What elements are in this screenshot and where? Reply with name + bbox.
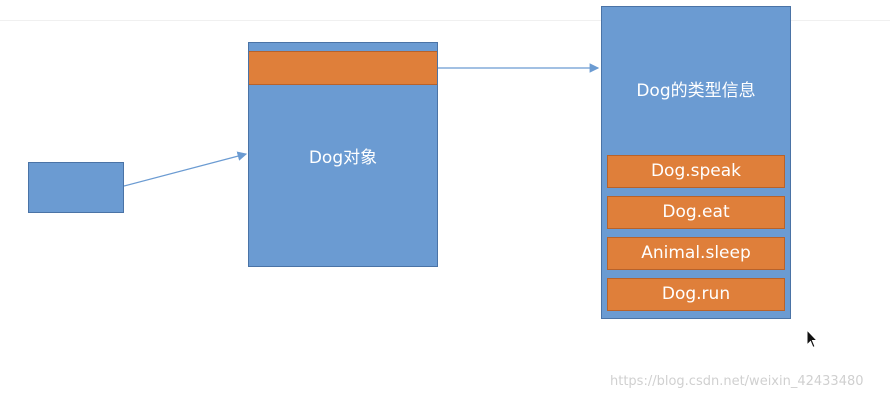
type-info-label: Dog的类型信息 (636, 81, 756, 101)
object-label: Dog对象 (308, 148, 378, 168)
top-divider (0, 20, 890, 21)
method-slot: Dog.speak (607, 155, 785, 188)
dog-object-box: Dog对象 (248, 42, 438, 267)
method-slot: Dog.eat (607, 196, 785, 229)
method-slot: Animal.sleep (607, 237, 785, 270)
dog-type-info-box: Dog的类型信息 Dog.speak Dog.eat Animal.sleep … (601, 6, 791, 319)
watermark-text: https://blog.csdn.net/weixin_42433480 (610, 374, 864, 389)
object-header-slot (249, 51, 437, 85)
method-slot: Dog.run (607, 278, 785, 311)
reference-arrow (123, 151, 248, 187)
reference-box (28, 162, 124, 213)
mouse-pointer-icon (806, 329, 818, 349)
